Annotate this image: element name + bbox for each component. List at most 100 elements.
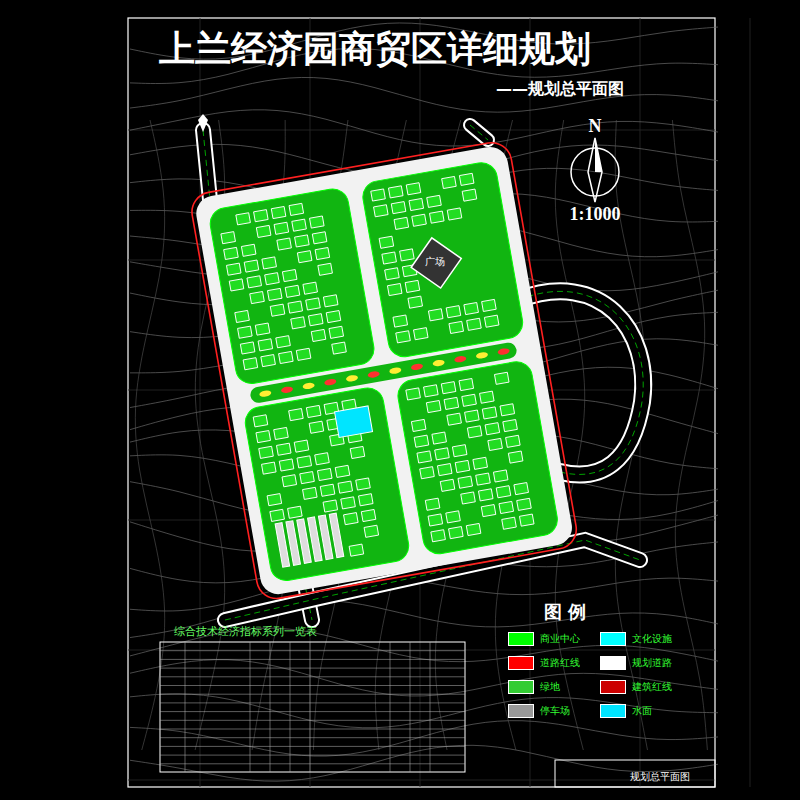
building	[499, 501, 514, 513]
sheet-frame	[128, 18, 715, 787]
building	[277, 238, 292, 250]
building	[447, 208, 462, 220]
north-letter: N	[589, 116, 602, 137]
building	[406, 183, 421, 195]
building	[480, 391, 495, 403]
building	[464, 303, 479, 315]
building	[446, 306, 461, 318]
building	[437, 464, 452, 476]
legend-swatch	[600, 656, 626, 670]
building	[243, 358, 258, 370]
building	[442, 176, 457, 188]
legend-text: 商业中心	[540, 633, 580, 645]
legend-text: 停车场	[540, 705, 570, 717]
building	[296, 348, 311, 360]
building	[294, 440, 309, 452]
building	[244, 260, 259, 272]
planter	[454, 355, 467, 363]
table-row	[160, 763, 465, 764]
building	[267, 494, 282, 506]
table-row	[160, 746, 465, 747]
index-table	[160, 642, 465, 772]
legend-title: 图 例	[544, 602, 586, 623]
building	[326, 311, 341, 323]
building	[320, 484, 335, 496]
building	[459, 173, 474, 185]
building	[236, 213, 251, 225]
building	[458, 476, 473, 488]
table-row	[160, 755, 465, 756]
compass-needle-fill	[595, 138, 602, 172]
contour-line	[130, 694, 718, 728]
building	[310, 216, 325, 228]
building	[394, 217, 409, 229]
building	[412, 214, 427, 226]
building	[338, 481, 353, 493]
planter	[476, 351, 489, 359]
building	[297, 251, 312, 263]
building	[379, 236, 394, 248]
planter	[411, 363, 424, 371]
table-frame	[160, 642, 465, 772]
planter	[389, 367, 402, 375]
legend-text: 建筑红线	[632, 681, 672, 693]
legend-text: 规划道路	[632, 657, 672, 669]
building	[467, 318, 482, 330]
building	[431, 530, 446, 542]
building	[496, 486, 511, 498]
table-row	[160, 694, 465, 695]
building	[221, 232, 236, 244]
building	[291, 317, 306, 329]
building	[282, 475, 297, 487]
building	[493, 470, 508, 482]
building	[371, 189, 386, 201]
grid-line	[750, 18, 751, 787]
title-block	[555, 760, 715, 787]
contour-line	[672, 120, 707, 750]
legend-swatch	[508, 680, 534, 694]
table-col	[390, 642, 391, 772]
building	[482, 299, 497, 311]
building	[255, 323, 270, 335]
contour-line	[130, 77, 718, 112]
building	[279, 351, 294, 363]
building	[258, 339, 273, 351]
building	[476, 473, 491, 485]
building	[256, 431, 271, 443]
building	[481, 505, 496, 517]
building	[517, 498, 532, 510]
contour-line	[130, 721, 718, 757]
building	[250, 292, 265, 304]
building	[318, 263, 333, 275]
building	[289, 409, 304, 421]
building	[466, 523, 481, 535]
building	[432, 432, 447, 444]
contour-line	[130, 110, 718, 146]
building	[276, 336, 291, 348]
building	[238, 326, 253, 338]
red-line	[189, 140, 580, 602]
building	[308, 314, 323, 326]
building	[405, 280, 420, 292]
sheet-subtitle: ——规划总平面图	[496, 80, 624, 98]
land-block	[360, 160, 525, 359]
building	[441, 382, 456, 394]
building	[461, 492, 476, 504]
building	[462, 394, 477, 406]
building	[447, 413, 462, 425]
building	[424, 385, 439, 397]
compass-needle	[588, 138, 602, 202]
table-col	[270, 642, 271, 772]
building	[262, 257, 277, 269]
table-col	[430, 642, 431, 772]
building	[449, 321, 464, 333]
building	[488, 438, 503, 450]
legend-swatch	[508, 656, 534, 670]
survey-grid	[128, 18, 750, 787]
table-row	[160, 729, 465, 730]
building	[440, 479, 455, 491]
building	[449, 527, 464, 539]
building	[361, 509, 376, 521]
building	[276, 443, 291, 455]
